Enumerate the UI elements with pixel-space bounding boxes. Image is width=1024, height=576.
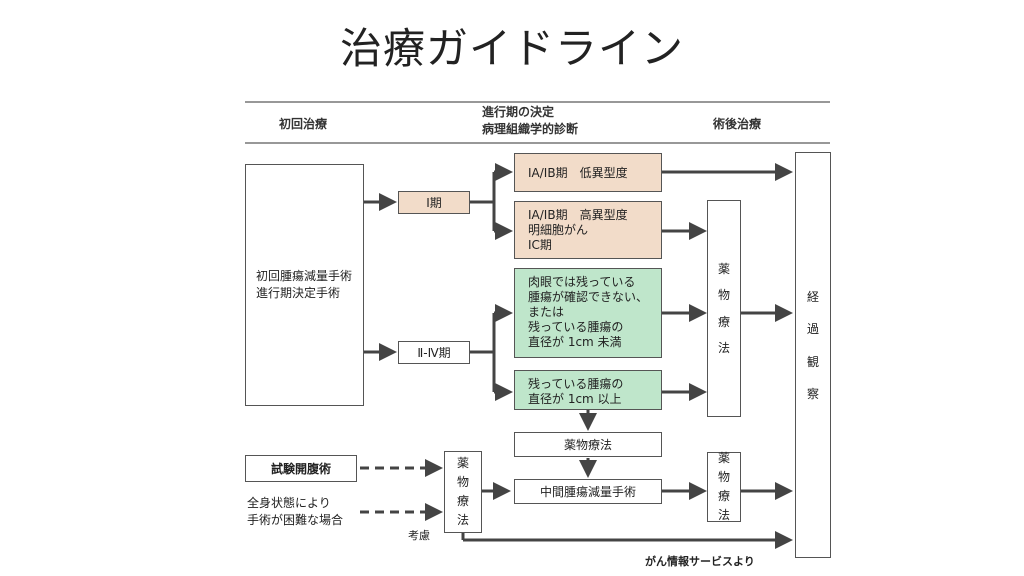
low-grade-label: IA/IB期 低異型度 <box>528 166 628 180</box>
interval-surgery-box: 中間腫瘍減量手術 <box>514 479 662 504</box>
poor-condition-note: 全身状態により 手術が困難な場合 <box>247 495 343 529</box>
chemo-left-char2: 物 <box>456 474 469 489</box>
residual-small-line1: 肉眼では残っている <box>528 275 636 289</box>
residual-large-line1: 残っている腫瘍の <box>528 377 624 391</box>
chemo-lower-char3: 療 <box>717 489 730 503</box>
high-grade-line1: IA/IB期 高異型度 <box>528 208 628 222</box>
followup-box: 経 過 観 察 <box>795 152 831 558</box>
high-grade-box: IA/IB期 高異型度 明細胞がん IC期 <box>514 201 662 259</box>
residual-small-line5: 直径が 1cm 未満 <box>528 335 622 349</box>
high-grade-line2: 明細胞がん <box>528 223 589 237</box>
followup-char2: 過 <box>806 322 819 337</box>
followup-char4: 察 <box>806 387 819 402</box>
initial-surgery-box: 初回腫瘍減量手術 進行期決定手術 <box>245 164 364 406</box>
consider-note: 考慮 <box>408 529 430 542</box>
followup-char1: 経 <box>806 290 819 304</box>
page-title: 治療ガイドライン <box>339 24 684 73</box>
initial-surgery-line1: 初回腫瘍減量手術 <box>256 269 353 283</box>
chemo-left-char4: 法 <box>456 513 469 528</box>
chemo-lower-char2: 物 <box>717 469 730 484</box>
poor-condition-line1: 全身状態により <box>247 496 331 510</box>
chemo-mid-box: 薬物療法 <box>514 432 662 457</box>
chemo-left-char3: 療 <box>456 494 469 508</box>
followup-char3: 観 <box>806 354 819 369</box>
chemo-upper-char4: 法 <box>717 340 730 355</box>
initial-surgery-line2: 進行期決定手術 <box>256 286 341 300</box>
low-grade-box: IA/IB期 低異型度 <box>514 153 662 192</box>
exploratory-label: 試験開腹術 <box>270 462 331 476</box>
residual-small-line4: 残っている腫瘍の <box>528 320 624 334</box>
header-postop-treatment: 術後治療 <box>713 117 762 131</box>
header-stage-diagnosis: 進行期の決定 病理組織学的診断 <box>482 104 578 138</box>
chemo-lower-char4: 法 <box>717 508 730 523</box>
header-stage-line: 進行期の決定 <box>482 105 555 119</box>
exploratory-laparotomy-box: 試験開腹術 <box>245 455 357 482</box>
stage1-box: Ⅰ期 <box>398 191 470 214</box>
chemo-lower-box: 薬 物 療 法 <box>707 450 741 523</box>
chemo-left-char1: 薬 <box>456 455 469 470</box>
stage2-4-box: Ⅱ-Ⅳ期 <box>398 341 470 364</box>
residual-large-box: 残っている腫瘍の 直径が 1cm 以上 <box>514 370 662 410</box>
chemo-upper-char1: 薬 <box>717 261 730 276</box>
high-grade-line3: IC期 <box>528 238 552 252</box>
header-initial-treatment: 初回治療 <box>279 117 328 131</box>
source-credit: がん情報サービスより <box>645 555 755 568</box>
residual-large-line2: 直径が 1cm 以上 <box>528 392 622 406</box>
chemo-upper-char3: 療 <box>717 314 730 329</box>
chemo-lower-char1: 薬 <box>717 450 730 465</box>
residual-small-line2: 腫瘍が確認できない、 <box>528 290 649 304</box>
chemo-upper-box: 薬 物 療 法 <box>707 200 741 417</box>
residual-small-box: 肉眼では残っている 腫瘍が確認できない、 または 残っている腫瘍の 直径が 1c… <box>514 268 662 358</box>
header-pathology-line: 病理組織学的診断 <box>482 122 579 136</box>
chemo-upper-char2: 物 <box>717 288 730 303</box>
chemo-left-box: 薬 物 療 法 <box>444 451 482 533</box>
residual-small-line3: または <box>528 305 565 319</box>
poor-condition-line2: 手術が困難な場合 <box>247 513 344 527</box>
